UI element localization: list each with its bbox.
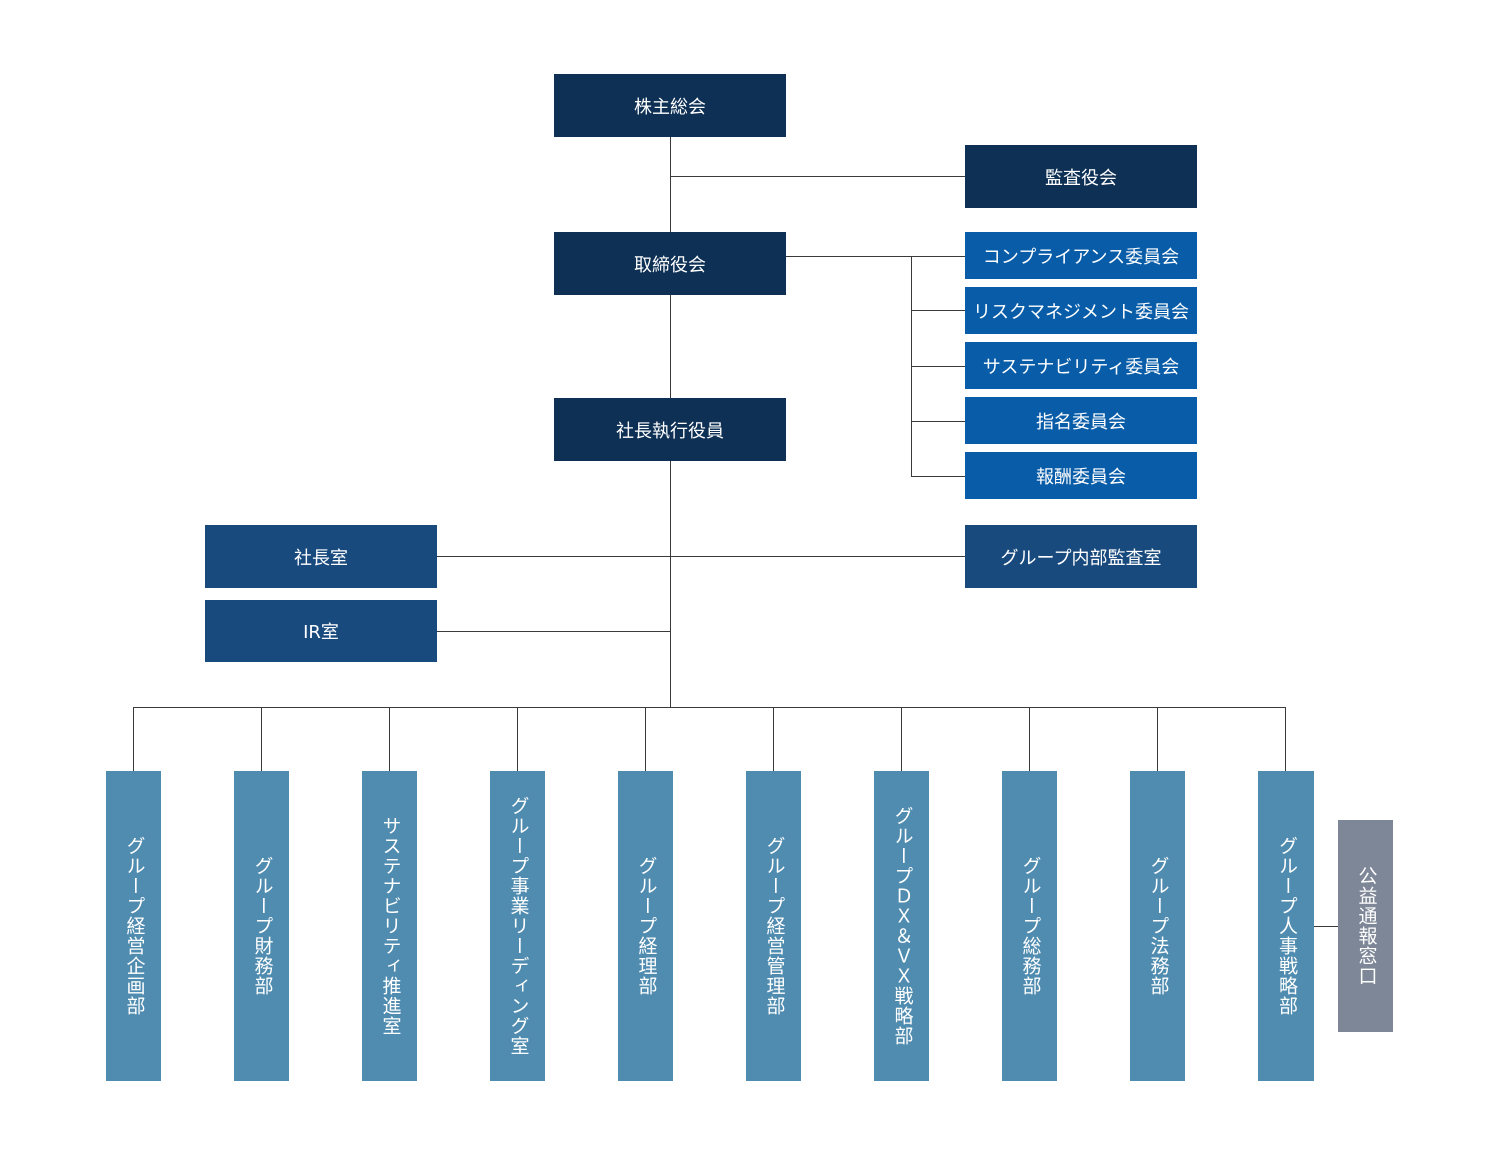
department-box-9: グループ法務部 (1130, 771, 1185, 1081)
connector-sustainability-committee (911, 366, 965, 367)
connector-main-middle (670, 295, 671, 398)
department-label-2: グループ財務部 (251, 856, 274, 996)
department-box-10: グループ人事戦略部 (1258, 771, 1314, 1081)
nomination-committee-label: 指名委員会 (1036, 411, 1126, 433)
internal-audit-office-box: グループ内部監査室 (965, 525, 1197, 588)
department-label-7: グループＤＸ＆ＶＸ戦略部 (891, 806, 914, 1046)
ir-office-label: IR室 (303, 622, 339, 643)
risk-management-committee-box: リスクマネジメント委員会 (965, 287, 1197, 334)
connector-dept-7 (901, 707, 902, 771)
audit-board-label: 監査役会 (1045, 167, 1117, 189)
department-label-1: グループ経営企画部 (123, 836, 146, 1016)
board-of-directors-box: 取締役会 (554, 232, 786, 295)
nomination-committee-box: 指名委員会 (965, 397, 1197, 444)
president-office-label: 社長室 (294, 547, 348, 569)
connector-dept-8 (1029, 707, 1030, 771)
president-label: 社長執行役員 (616, 420, 724, 442)
connector-compensation (911, 476, 965, 477)
department-box-4: グループ事業リーディング室 (490, 771, 545, 1081)
sustainability-committee-box: サステナビリティ委員会 (965, 342, 1197, 389)
department-box-8: グループ総務部 (1002, 771, 1057, 1081)
whistleblowing-label: 公益通報窓口 (1355, 866, 1378, 986)
connector-dept-10 (1285, 707, 1286, 771)
connector-dept-1 (133, 707, 134, 771)
sustainability-committee-label: サステナビリティ委員会 (982, 356, 1180, 378)
department-label-4: グループ事業リーディング室 (507, 796, 530, 1056)
connector-department-bus (133, 707, 1286, 708)
connector-board-committees (786, 256, 965, 257)
whistleblowing-box: 公益通報窓口 (1338, 820, 1393, 1032)
president-office-box: 社長室 (205, 525, 437, 588)
internal-audit-office-label: グループ内部監査室 (1000, 547, 1162, 569)
shareholders-meeting-label: 株主総会 (634, 96, 706, 118)
department-label-5: グループ経理部 (635, 856, 658, 996)
connector-dept-6 (773, 707, 774, 771)
connector-dept-9 (1157, 707, 1158, 771)
department-box-2: グループ財務部 (234, 771, 289, 1081)
department-label-10: グループ人事戦略部 (1275, 836, 1298, 1016)
connector-dept-5 (645, 707, 646, 771)
connector-main-lower (670, 461, 671, 708)
compliance-committee-label: コンプライアンス委員会 (982, 246, 1180, 268)
connector-dept-4 (517, 707, 518, 771)
connector-whistleblowing (1314, 926, 1338, 927)
connector-nomination (911, 421, 965, 422)
ir-office-box: IR室 (205, 600, 437, 662)
connector-risk (911, 310, 965, 311)
audit-board-box: 監査役会 (965, 145, 1197, 208)
risk-management-committee-label: リスクマネジメント委員会 (973, 301, 1189, 323)
department-box-5: グループ経理部 (618, 771, 673, 1081)
compensation-committee-label: 報酬委員会 (1036, 466, 1126, 488)
connector-main-upper (670, 137, 671, 232)
compliance-committee-box: コンプライアンス委員会 (965, 232, 1197, 279)
department-box-6: グループ経営管理部 (746, 771, 801, 1081)
president-box: 社長執行役員 (554, 398, 786, 461)
department-label-6: グループ経営管理部 (763, 836, 786, 1016)
department-box-3: サステナビリティ推進室 (362, 771, 417, 1081)
connector-audit-board (670, 176, 965, 177)
department-label-8: グループ総務部 (1019, 856, 1042, 996)
compensation-committee-box: 報酬委員会 (965, 452, 1197, 499)
connector-dept-2 (261, 707, 262, 771)
shareholders-meeting-box: 株主総会 (554, 74, 786, 137)
department-box-1: グループ経営企画部 (106, 771, 161, 1081)
department-label-9: グループ法務部 (1147, 856, 1170, 996)
connector-staff-row (437, 556, 965, 557)
department-label-3: サステナビリティ推進室 (379, 816, 402, 1036)
connector-ir (437, 631, 670, 632)
board-of-directors-label: 取締役会 (634, 254, 706, 276)
department-box-7: グループＤＸ＆ＶＸ戦略部 (874, 771, 929, 1081)
connector-dept-3 (389, 707, 390, 771)
